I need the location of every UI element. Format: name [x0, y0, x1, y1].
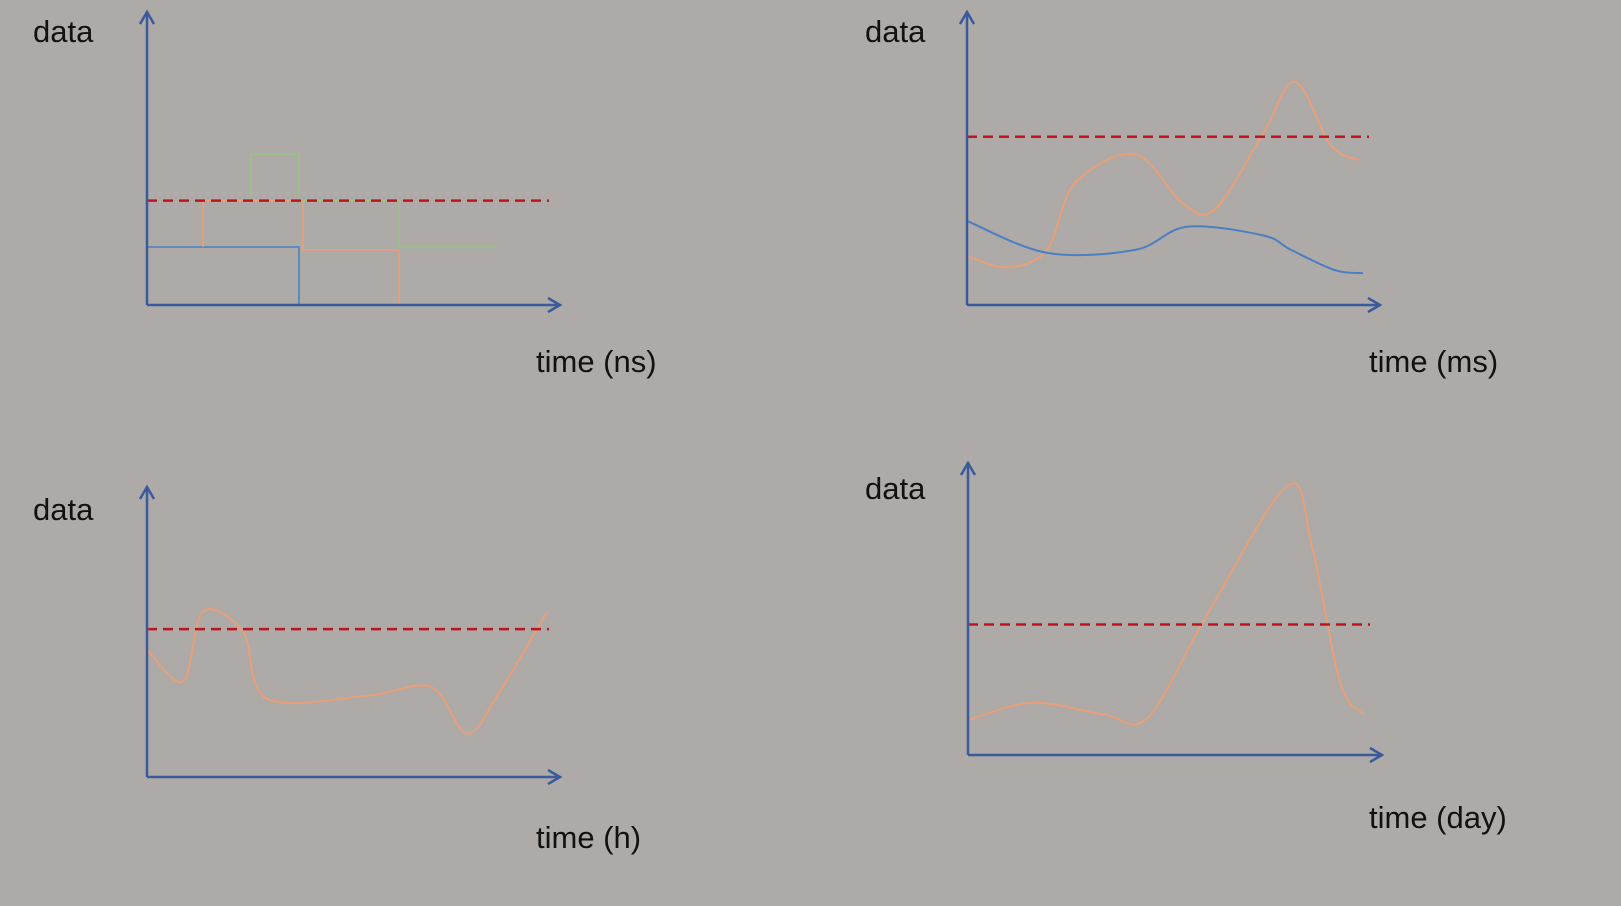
panel-h-ylabel: data: [33, 492, 94, 527]
panel-ns-ylabel: data: [33, 14, 94, 49]
panel-ms-y-axis-arrowhead: [958, 9, 976, 25]
panel-ns-xlabel: time (ns): [536, 344, 657, 379]
panel-h-xlabel: time (h): [536, 820, 642, 855]
panel-ms-ylabel: data: [865, 14, 926, 49]
panel-day-x-axis-arrowhead: [1369, 746, 1385, 764]
panel-ns-x-axis-arrowhead: [547, 296, 563, 314]
panel-h-series-orange-line: [146, 608, 548, 735]
panel-day-xlabel: time (day): [1369, 800, 1507, 835]
panel-ms-xlabel: time (ms): [1369, 344, 1499, 379]
panel-ns-series-blue-line: [147, 246, 300, 305]
panel-ns-series-orange-line: [202, 199, 400, 305]
panel-ms-series-orange-line: [966, 80, 1360, 269]
panel-ns-y-axis-arrowhead: [138, 9, 156, 25]
panel-day-y-axis-arrowhead: [959, 460, 977, 476]
panel-ms-x-axis-arrowhead: [1367, 296, 1383, 314]
panel-ms-series-blue-line: [966, 219, 1364, 275]
panel-h-y-axis-arrowhead: [138, 484, 156, 500]
panel-day-ylabel: data: [865, 471, 926, 506]
panel-day-series-orange-line: [967, 482, 1365, 726]
panel-h-x-axis-arrowhead: [547, 768, 563, 786]
